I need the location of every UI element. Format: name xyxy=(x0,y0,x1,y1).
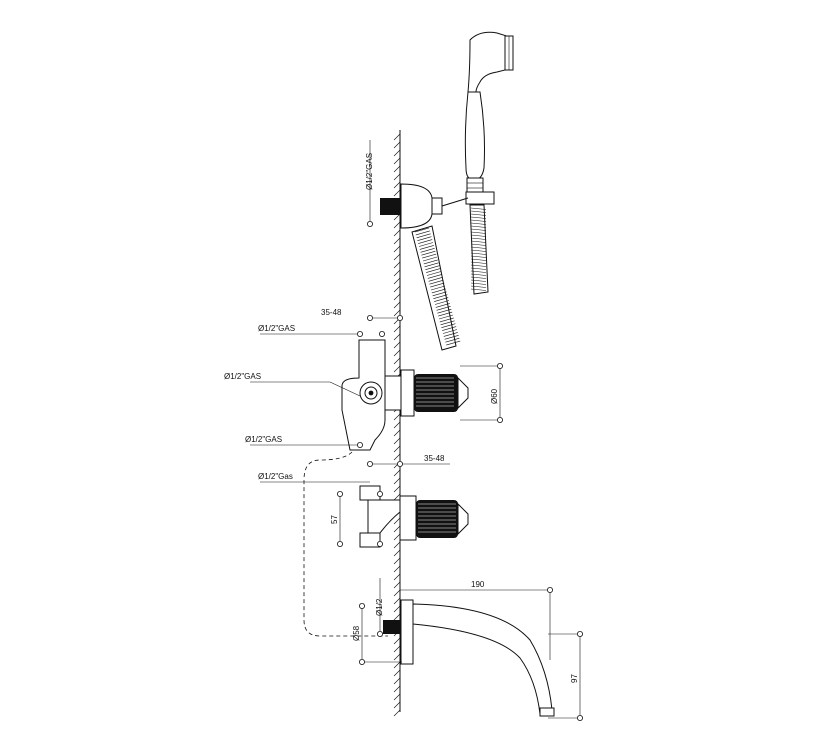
hand-shower xyxy=(464,31,514,295)
dimension-lines xyxy=(250,140,581,719)
spout xyxy=(383,599,555,717)
label-spout-flange: Ø58 xyxy=(352,625,361,641)
label-spout-height: 97 xyxy=(570,674,579,683)
label-valve-inlet: Ø1/2"Gas xyxy=(258,472,293,481)
label-handle-diameter: Ø60 xyxy=(490,388,499,404)
label-shower-inlet: Ø1/2"GAS xyxy=(365,153,374,190)
label-mixer-inlet-top: Ø1/2"GAS xyxy=(258,324,295,333)
mixer-body xyxy=(341,339,469,451)
label-spout-inlet: Ø1/2 xyxy=(375,598,384,616)
dimension-points xyxy=(336,220,584,722)
supply-pipe xyxy=(303,451,388,637)
label-valve-depth: 35-48 xyxy=(424,454,445,463)
label-mixer-outlet-bottom: Ø1/2"GAS xyxy=(245,435,282,444)
diverter-valve xyxy=(359,485,469,548)
label-mixer-depth-top: 35-48 xyxy=(321,308,342,317)
wall-outlet-elbow xyxy=(380,183,469,351)
label-spout-length: 190 xyxy=(471,580,485,589)
label-mixer-inlet-mid: Ø1/2"GAS xyxy=(224,372,261,381)
label-valve-height: 57 xyxy=(330,515,339,524)
